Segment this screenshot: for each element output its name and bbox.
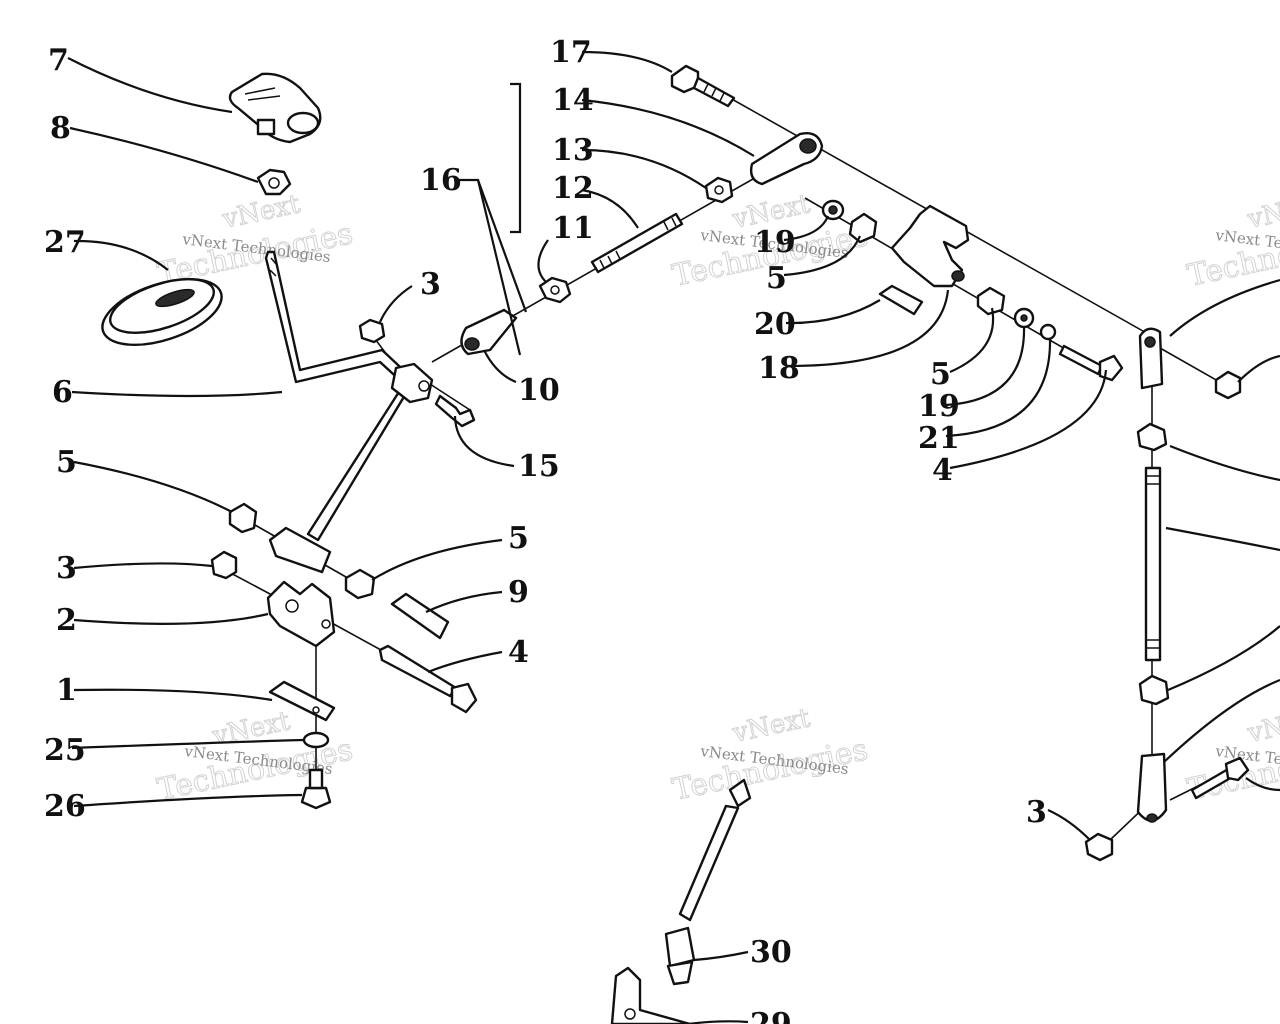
label-8: 8 [50, 111, 71, 146]
axis-line [1159, 347, 1226, 386]
part-5-bushing-center [344, 568, 376, 600]
label-29: 29 [750, 1007, 792, 1024]
part-4-bolt-left [378, 644, 478, 714]
part-9-pin [390, 592, 450, 640]
label-1: 1 [56, 673, 77, 708]
label-13: 13 [552, 133, 594, 168]
part-3-nut-left [210, 550, 238, 580]
label-15: 15 [518, 449, 560, 484]
leader-lines [67, 50, 1280, 1024]
part-nut-vertical-lower [1138, 674, 1170, 706]
label-10: 10 [518, 373, 560, 408]
axis-line [429, 383, 471, 411]
part-13-nut [704, 176, 734, 204]
part-lever-clamp [390, 362, 434, 404]
watermark-text: vNext [729, 703, 813, 749]
part-2-bracket [266, 580, 336, 648]
watermark-text: vNext [1244, 703, 1280, 749]
part-7-shift-knob [228, 72, 322, 144]
part-bracket-bottom [610, 966, 692, 1024]
label-14: 14 [552, 83, 594, 118]
part-5-bushing-upper [848, 212, 878, 244]
part-nut-vertical-upper [1136, 422, 1168, 452]
label-26: 26 [44, 789, 86, 824]
part-6-shift-lever [264, 250, 416, 542]
part-25-washer [302, 731, 330, 749]
label-4-left: 4 [508, 635, 529, 670]
label-20: 20 [754, 307, 796, 342]
assembly-axes [224, 97, 1231, 841]
label-5-upper: 5 [766, 261, 787, 296]
part-3-nut-top [358, 318, 386, 344]
label-5-left: 5 [56, 445, 77, 480]
label-5-center: 5 [508, 521, 529, 556]
part-11-nut [538, 276, 572, 304]
part-5-bushing-right [976, 286, 1006, 316]
label-4-right: 4 [932, 453, 953, 488]
part-lever-pivot-tube [268, 526, 332, 574]
part-19-washer-upper [821, 199, 845, 221]
part-12-threaded-rod [590, 212, 684, 274]
part-20-pin [878, 284, 924, 316]
watermark-5: vNext Technologies vNext Technologies [669, 703, 871, 809]
label-12: 12 [552, 171, 594, 206]
part-4-bolt-right [1058, 344, 1124, 382]
part-8-nut [256, 168, 292, 196]
part-14-rod-end [749, 132, 824, 186]
label-25: 25 [44, 733, 86, 768]
label-3-lower-right: 3 [1026, 795, 1047, 830]
part-number-labels: 7 8 27 6 5 3 2 1 25 26 3 15 16 10 11 12 … [44, 35, 1047, 1024]
part-1-plate [268, 680, 336, 722]
label-9: 9 [508, 575, 529, 610]
label-19-upper: 19 [754, 225, 796, 260]
part-27-boot [101, 277, 223, 347]
part-cable-assembly [664, 778, 752, 986]
part-rod-end-right-top [1138, 327, 1164, 390]
label-18: 18 [758, 351, 800, 386]
label-3-top: 3 [420, 267, 441, 302]
label-6: 6 [52, 375, 73, 410]
label-17: 17 [550, 35, 592, 70]
part-19-washer-right [1013, 307, 1035, 329]
label-19-right: 19 [918, 389, 960, 424]
watermark-3: vNext Technologies vNext Technologies [1184, 189, 1280, 295]
label-11: 11 [552, 211, 594, 246]
watermark-1: vNext Technologies vNext Technologies [154, 189, 356, 293]
part-nut-right [1214, 370, 1242, 400]
label-2: 2 [56, 603, 77, 638]
part-21-lockwasher [1039, 323, 1057, 341]
part-10-rod-end [460, 308, 518, 356]
part-5-bushing-left [228, 502, 258, 534]
part-bellcrank [890, 204, 970, 288]
part-vertical-rod [1144, 466, 1162, 662]
label-7: 7 [48, 43, 69, 78]
label-16: 16 [420, 163, 462, 198]
label-21: 21 [918, 421, 960, 456]
label-30: 30 [750, 935, 792, 970]
part-17-bolt [670, 64, 736, 108]
part-3-nut-lower-right [1084, 832, 1114, 862]
part-26-bolt [300, 768, 332, 810]
label-5-right: 5 [930, 357, 951, 392]
part-bolt-lower-right [1190, 756, 1250, 800]
part-rod-end-right-bottom [1136, 752, 1168, 823]
label-27: 27 [44, 225, 86, 260]
watermark-text: vNext [209, 706, 293, 752]
watermark-text: vNext [1244, 189, 1280, 235]
label-3-left: 3 [56, 551, 77, 586]
part-15-bolt [434, 394, 476, 428]
